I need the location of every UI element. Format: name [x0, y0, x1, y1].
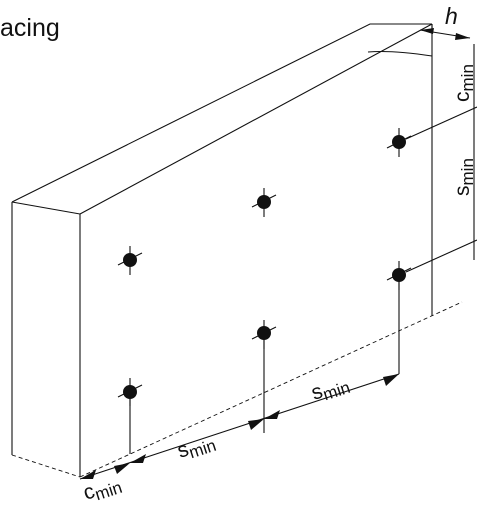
anchor-top-left [117, 246, 143, 275]
leader-right-bottom [405, 239, 477, 273]
slab-bottom-front-edge [79, 301, 463, 478]
arrow-smin1-left [130, 454, 146, 463]
slab-top-left-edge [11, 201, 81, 215]
arrow-smin2-right [383, 374, 399, 386]
label-h: h [445, 3, 458, 29]
slab-front-face [80, 24, 432, 477]
label-s-min-bottom-2: smin [308, 371, 352, 407]
anchor-top-right [386, 128, 412, 157]
arrow-h-right [455, 33, 470, 40]
arrow-cmin-left [80, 470, 96, 479]
arrow-smin1-right [248, 419, 264, 430]
leader-right-top [405, 106, 477, 140]
slab-top-edge [11, 23, 432, 203]
arrow-smin2-left [264, 410, 280, 419]
concrete-slab [11, 23, 463, 478]
diagram-title: acing [0, 14, 60, 42]
anchor-group [117, 128, 412, 406]
right-dimension: cmin smin [451, 44, 477, 260]
leader-lines [129, 106, 477, 454]
label-s-min-bottom-1: smin [174, 429, 218, 465]
slab-top-front-edge [79, 23, 433, 215]
slab-break-mark [367, 50, 433, 57]
thickness-dimension: h [419, 3, 471, 40]
label-s-min-right: smin [451, 158, 477, 196]
arrow-cmin-right [114, 463, 130, 474]
arrow-h-left [420, 28, 434, 34]
anchor-top-middle [251, 188, 277, 217]
label-c-min-right: cmin [451, 64, 477, 102]
slab-bottom-edge [11, 454, 81, 478]
